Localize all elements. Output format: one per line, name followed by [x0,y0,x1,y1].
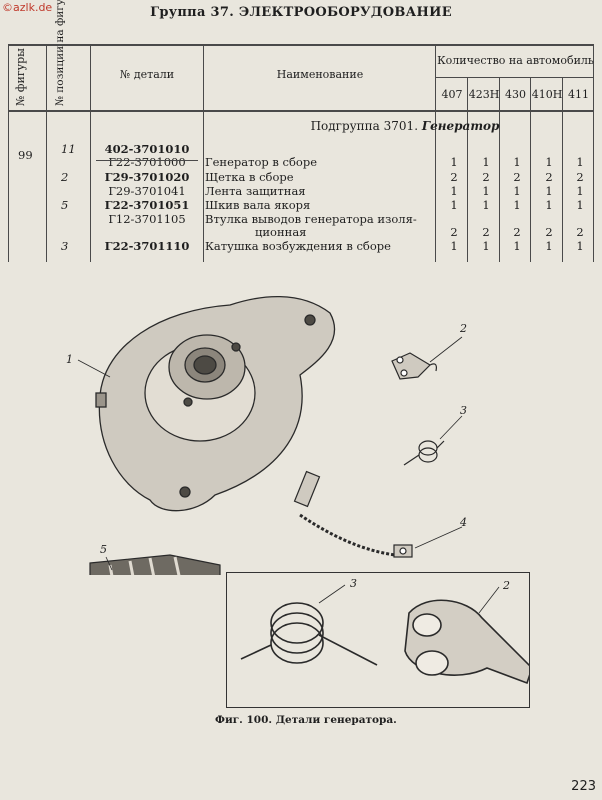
quantity-cell: 2 [482,170,490,184]
quantity-cell: 1 [576,184,584,198]
quantity-cell: 1 [513,239,521,253]
quantity-cell: 1 [545,198,553,212]
subgroup-heading: Подгруппа 3701. Генератор [215,119,595,133]
header-quantity: Количество на автомобиль [437,54,594,67]
figure-caption: Фиг. 100. Детали генератора. [215,714,397,726]
spring-drawing [403,440,445,466]
header-model-430: 430 [505,88,526,101]
brush-large-drawing [404,599,533,685]
callout-4: 4 [460,516,467,529]
quantity-cell: 1 [545,155,553,169]
subgroup-name: Генератор [421,119,500,133]
quantity-cell: 1 [576,198,584,212]
position-number: 3 [61,239,69,253]
quantity-cell: 2 [450,225,458,239]
quantity-cell: 2 [576,170,584,184]
header-name: Наименование [276,68,364,81]
quantity-cell: 2 [513,225,521,239]
generator-parts-drawing [77,295,463,575]
watermark: ©azlk.de [2,1,53,14]
part-name: Шкив вала якоря [205,198,311,212]
header-model-410n: 410Н [531,88,563,101]
quantity-cell: 1 [576,155,584,169]
quantity-cell: 1 [450,198,458,212]
position-number: 11 [61,142,76,156]
page-number: 223 [571,779,596,794]
quantity-cell: 1 [450,184,458,198]
quantity-cell: 2 [545,170,553,184]
header-model-411: 411 [568,88,589,101]
callout-5: 5 [100,543,107,556]
callout-3: 3 [460,404,467,417]
part-name: Лента защитная [205,184,306,198]
quantity-cell: 1 [482,239,490,253]
quantity-cell: 2 [513,170,521,184]
armature-drawing [89,554,221,575]
quantity-cell: 1 [513,198,521,212]
spring-large-drawing [240,602,378,666]
quantity-cell: 2 [545,225,553,239]
header-model-407: 407 [441,88,463,101]
callout-2: 2 [460,322,467,335]
part-number: Г22-3701000 [108,155,186,169]
quantity-cell: 1 [482,155,490,169]
part-number: Г29-3701041 [108,184,186,198]
part-number: Г22-3701110 [104,239,190,253]
quantity-cell: 1 [482,184,490,198]
inset-callout-3: 3 [350,577,357,590]
end-cover-drawing [95,295,336,512]
part-number: Г22-3701051 [104,198,190,212]
part-name: Генератор в сборе [205,155,317,169]
position-number: 5 [61,198,69,212]
header-figure-no: № фигуры [14,48,27,106]
inset-callout-2: 2 [503,579,510,592]
quantity-cell: 1 [513,184,521,198]
figure-number: 99 [18,148,33,162]
page-title: Группа 37. ЭЛЕКТРООБОРУДОВАНИЕ [150,5,452,20]
quantity-cell: 1 [576,239,584,253]
part-number: 402-3701010 [104,142,190,156]
inset-drawing [240,584,533,685]
part-name: Щетка в сборе [205,170,294,184]
part-name: Катушка возбуждения в сборе [205,239,391,253]
header-position-no: № позиции на фигуре [54,0,66,106]
header-model-423n: 423Н [468,88,500,101]
part-number: Г12-3701105 [108,212,186,226]
brush-drawing [391,352,437,380]
quantity-cell: 1 [450,155,458,169]
brush-lead-drawing [293,470,413,558]
quantity-cell: 1 [513,155,521,169]
callout-1: 1 [66,353,73,366]
quantity-cell: 1 [482,198,490,212]
position-number: 2 [61,170,69,184]
part-name: ционная [255,225,307,239]
parts-table [8,44,594,262]
quantity-cell: 1 [450,239,458,253]
quantity-cell: 2 [482,225,490,239]
part-name: Втулка выводов генератора изоля- [205,212,417,226]
header-part-no: № детали [119,68,175,81]
quantity-cell: 2 [450,170,458,184]
part-number: Г29-3701020 [104,170,190,184]
subgroup-prefix: Подгруппа 3701. [310,119,419,133]
quantity-cell: 2 [576,225,584,239]
detail-inset [226,572,533,708]
quantity-cell: 1 [545,184,553,198]
quantity-cell: 1 [545,239,553,253]
